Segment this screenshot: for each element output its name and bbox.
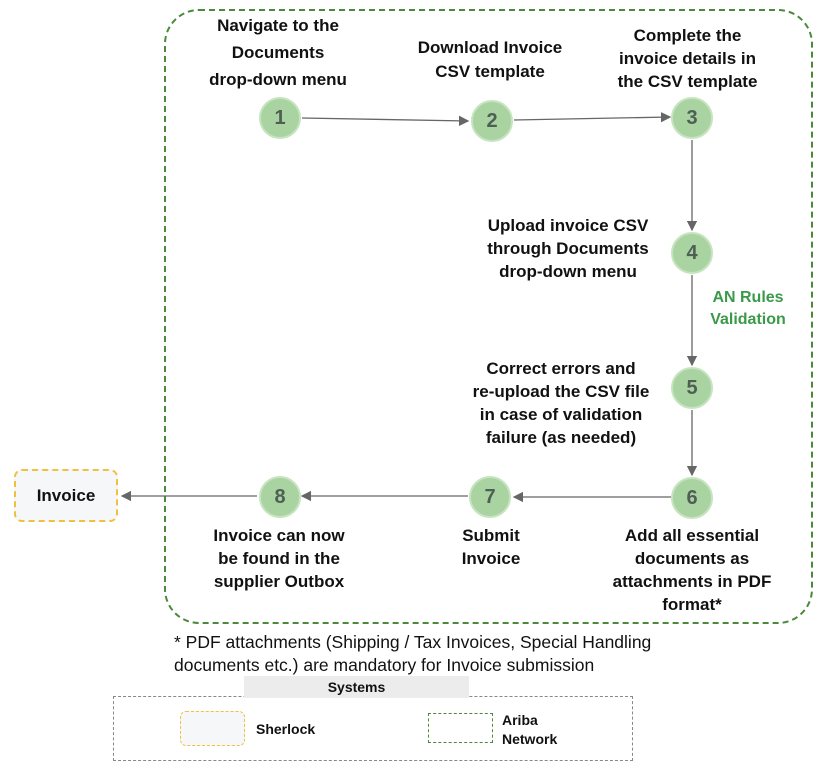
step-3-circle: 3 [671, 97, 713, 139]
footnote-line: * PDF attachments (Shipping / Tax Invoic… [174, 632, 652, 652]
step-7-label: Submit Invoice [440, 524, 542, 570]
step-8-circle: 8 [259, 476, 301, 518]
label-line: the CSV template [617, 72, 758, 91]
label-line: CSV template [435, 62, 545, 81]
label-line: Validation [710, 311, 786, 328]
label-line: be found in the [218, 549, 340, 568]
label-line: Correct errors and [486, 359, 636, 378]
step-number: 3 [686, 106, 698, 129]
legend-sherlock-swatch [180, 711, 245, 746]
step-number: 4 [686, 241, 698, 264]
invoice-box: Invoice [14, 469, 118, 522]
step-number: 7 [484, 485, 496, 508]
label-line: format* [662, 595, 722, 614]
label-line: failure (as needed) [485, 428, 637, 447]
step-6-label: Add all essential documents as attachmen… [600, 524, 784, 616]
step-4-label: Upload invoice CSV through Documents dro… [468, 214, 668, 283]
label-line: Complete the [633, 26, 742, 45]
label-line: Upload invoice CSV [487, 216, 649, 235]
ariba-network-boundary [164, 9, 813, 624]
label-line: Network [502, 731, 558, 747]
footnote-line: documents etc.) are mandatory for Invoic… [174, 655, 595, 675]
label-line: Documents [231, 43, 325, 62]
step-number: 5 [686, 376, 698, 399]
step-2-label: Download Invoice CSV template [400, 36, 580, 83]
legend-ariba-swatch [428, 713, 493, 743]
arrow-1-to-2 [301, 115, 470, 127]
label-line: AN Rules [712, 289, 784, 306]
label-line: through Documents [487, 239, 649, 258]
label-line: attachments in PDF [612, 572, 772, 591]
label-line: Download Invoice [417, 38, 563, 57]
footnote: * PDF attachments (Shipping / Tax Invoic… [174, 631, 651, 677]
legend-title: Systems [244, 676, 469, 698]
label-line: re-upload the CSV file [472, 382, 650, 401]
arrow-2-to-3 [513, 111, 672, 123]
label-line: supplier Outbox [213, 572, 345, 591]
step-number: 2 [486, 109, 498, 132]
invoice-box-label: Invoice [36, 485, 96, 505]
label-line: Invoice [461, 549, 521, 568]
step-5-circle: 5 [671, 367, 713, 409]
legend-ariba-label: Ariba Network [502, 711, 557, 749]
label-line: Submit [462, 526, 520, 545]
label-line: invoice details in [619, 49, 756, 68]
legend-sherlock-label: Sherlock [256, 721, 316, 737]
step-6-circle: 6 [671, 477, 713, 519]
step-4-circle: 4 [671, 232, 713, 274]
label-line: in case of validation [479, 405, 643, 424]
label-line: drop-down menu [209, 70, 347, 89]
step-5-label: Correct errors and re-upload the CSV fil… [452, 357, 670, 449]
step-8-label: Invoice can now be found in the supplier… [196, 524, 362, 593]
step-number: 6 [686, 486, 698, 509]
step-3-label: Complete the invoice details in the CSV … [600, 24, 775, 93]
label-line: Ariba [502, 712, 538, 728]
step-1-circle: 1 [259, 97, 301, 139]
label-line: drop-down menu [499, 262, 637, 281]
step-number: 8 [274, 485, 286, 508]
label-line: Navigate to the [217, 16, 339, 35]
step-1-label: Navigate to the Documents drop-down menu [194, 14, 362, 91]
label-line: Add all essential [624, 526, 760, 545]
step-2-circle: 2 [471, 100, 513, 142]
step-number: 1 [274, 106, 286, 129]
step-7-circle: 7 [469, 476, 511, 518]
label-line: documents as [634, 549, 750, 568]
label-line: Invoice can now [213, 526, 345, 545]
validation-label: AN Rules Validation [700, 287, 796, 331]
